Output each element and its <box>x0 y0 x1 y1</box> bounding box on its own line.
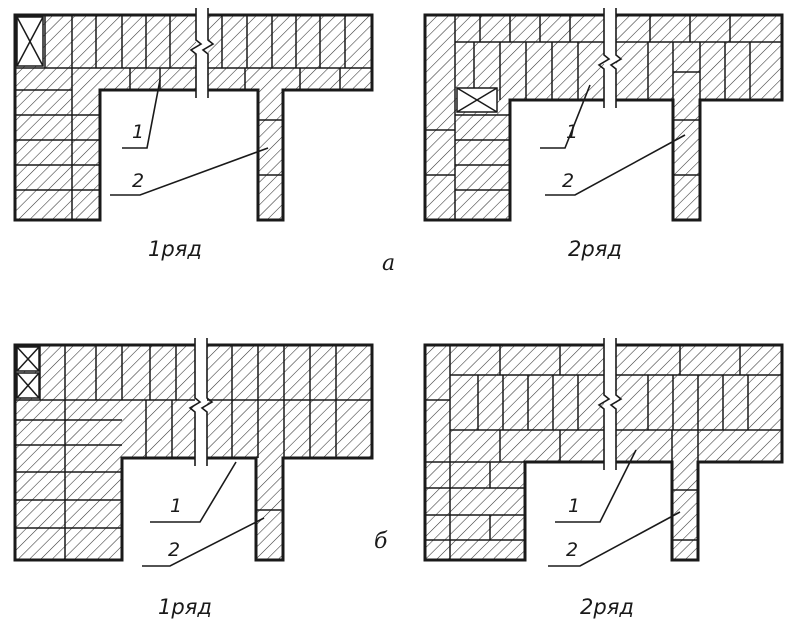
brick-joints <box>15 345 372 560</box>
corner-cross-brick <box>16 16 44 67</box>
leader-line-2 <box>545 134 686 196</box>
label-2: 2 <box>562 170 574 192</box>
leader-line-2 <box>548 511 681 567</box>
label-1: 1 <box>566 121 578 143</box>
leader-line-1 <box>555 449 637 523</box>
leader-line-2 <box>110 147 269 196</box>
label-1: 1 <box>568 495 580 517</box>
row-caption: 2ряд <box>580 595 634 619</box>
panel-a-row2: 1 2 2ряд <box>423 8 784 261</box>
corner-cross-brick <box>16 346 40 399</box>
row-caption: 2ряд <box>568 237 622 261</box>
section-label-a: а <box>382 251 395 276</box>
leader-line-1 <box>122 79 161 149</box>
panel-b-row2: 1 2 2ряд <box>423 338 784 619</box>
section-label-b: б <box>374 529 388 554</box>
leader-line-2 <box>142 517 265 567</box>
label-1: 1 <box>132 121 144 143</box>
wall-break <box>189 8 215 98</box>
brick-joints <box>425 345 782 560</box>
wall-break <box>597 338 623 470</box>
label-2: 2 <box>566 539 578 561</box>
row-caption: 1ряд <box>148 237 202 261</box>
brick-joints <box>15 15 372 220</box>
row-caption: 1ряд <box>158 595 212 619</box>
panel-b-row1: 1 2 1ряд <box>13 338 374 619</box>
corner-cross-brick <box>456 87 498 113</box>
wall-break <box>188 338 214 466</box>
leader-line-1 <box>540 84 591 149</box>
brick-joints <box>425 15 782 220</box>
panel-a-row1: 1 2 1ряд <box>13 8 374 261</box>
leader-line-1 <box>150 461 237 523</box>
label-1: 1 <box>170 495 182 517</box>
wall-break <box>597 8 623 108</box>
label-2: 2 <box>132 170 144 192</box>
label-2: 2 <box>168 539 180 561</box>
